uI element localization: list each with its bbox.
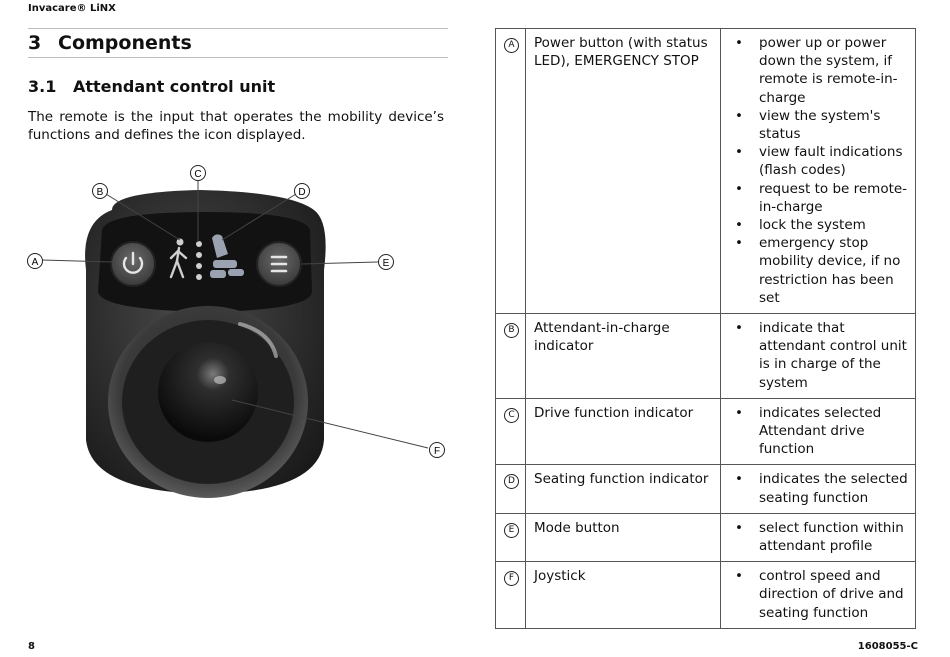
row-letter: C <box>504 407 519 423</box>
power-icon <box>122 251 144 274</box>
attendant-control-unit-figure: A B C D E F <box>20 160 460 500</box>
components-table: A Power button (with status LED), EMERGE… <box>495 27 916 629</box>
indicator-panel <box>98 212 312 312</box>
page-number: 8 <box>28 641 35 652</box>
intro-paragraph: The remote is the input that operates th… <box>28 109 444 143</box>
list-item: indicate that attendant control unit is … <box>729 319 909 392</box>
callout-a-label: A <box>32 257 39 268</box>
document-code: 1608055-C <box>857 641 918 652</box>
table-row: F Joystick control speed and direction o… <box>495 561 916 629</box>
list-item: power up or power down the system, if re… <box>729 34 909 107</box>
function-list: select function within attendant profile <box>729 519 909 555</box>
list-item: view the system's status <box>729 107 909 143</box>
row-letter: B <box>504 323 519 339</box>
seat-icon <box>210 234 244 278</box>
callout-c: C <box>190 165 206 181</box>
callout-f: F <box>429 442 445 458</box>
control-unit-illustration: A B C D E F <box>27 165 445 498</box>
list-item: indicates selected Attendant drive funct… <box>729 404 909 459</box>
list-item: view fault indications (flash codes) <box>729 143 909 179</box>
list-item: emergency stop mobility device, if no re… <box>729 234 909 307</box>
list-item: indicates the selected seating function <box>729 470 909 506</box>
callout-c-label: C <box>194 169 201 180</box>
joystick-ball <box>158 342 258 442</box>
component-name: Drive function indicator <box>525 397 721 466</box>
function-list: power up or power down the system, if re… <box>729 34 909 307</box>
callout-e-label: E <box>383 258 390 269</box>
section-heading: 3 Components <box>28 28 448 58</box>
section-number: 3 <box>28 32 42 54</box>
component-name: Attendant-in-charge indicator <box>525 313 721 399</box>
drive-function-dots <box>196 241 202 280</box>
component-name: Seating function indicator <box>525 464 721 514</box>
function-list: indicates the selected seating function <box>729 470 909 506</box>
row-letter: F <box>504 571 519 587</box>
function-list: indicates selected Attendant drive funct… <box>729 404 909 459</box>
subsection-number: 3.1 <box>28 77 57 96</box>
table-row: B Attendant-in-charge indicator indicate… <box>495 313 916 399</box>
table-row: C Drive function indicator indicates sel… <box>495 397 916 466</box>
table-row: A Power button (with status LED), EMERGE… <box>495 27 916 315</box>
row-letter: A <box>504 38 519 53</box>
document-header: Invacare® LiNX <box>28 3 116 14</box>
function-list: control speed and direction of drive and… <box>729 567 909 622</box>
component-name: Joystick <box>525 561 721 629</box>
callout-e: E <box>378 254 394 270</box>
row-letter: E <box>504 522 519 538</box>
callout-a: A <box>27 253 43 269</box>
component-name: Power button (with status LED), EMERGENC… <box>525 27 721 315</box>
component-name: Mode button <box>525 512 721 563</box>
callout-f-label: F <box>434 446 440 457</box>
table-row: D Seating function indicator indicates t… <box>495 464 916 514</box>
callout-d: D <box>294 183 310 199</box>
subsection-heading: 3.1 Attendant control unit <box>28 77 275 96</box>
callout-b-label: B <box>97 187 104 198</box>
list-item: lock the system <box>729 216 909 234</box>
section-title: Components <box>58 32 192 54</box>
row-letter: D <box>504 474 519 490</box>
callout-b: B <box>92 183 108 199</box>
function-list: indicate that attendant control unit is … <box>729 319 909 392</box>
callout-d-label: D <box>298 187 305 198</box>
list-item: control speed and direction of drive and… <box>729 567 909 622</box>
subsection-title: Attendant control unit <box>73 77 276 96</box>
menu-icon <box>270 255 288 273</box>
attendant-walking-icon <box>169 238 188 279</box>
list-item: select function within attendant profile <box>729 519 909 555</box>
list-item: request to be remote-in-charge <box>729 180 909 216</box>
table-row: E Mode button select function within att… <box>495 512 916 563</box>
